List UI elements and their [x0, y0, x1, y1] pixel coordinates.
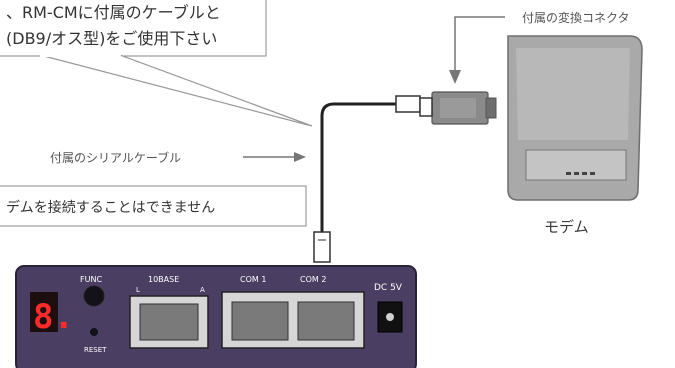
modem-front-recess: [525, 149, 627, 181]
led-display: [30, 292, 58, 332]
device-panel: 8. FUNC RESET 10BASE L A COM 1 COM 2 DC …: [15, 265, 417, 368]
converter-d-sub: [485, 97, 497, 119]
serial-cable-arrowhead: [294, 152, 306, 162]
func-label: FUNC: [80, 275, 102, 284]
modem-led: [590, 172, 595, 175]
converter-label-group: 付属の変換コネクタ: [449, 10, 630, 84]
callout-top-line2: (DB9/オス型)をご使用下さい: [6, 29, 217, 48]
db9-converter: [431, 91, 497, 125]
com1-label: COM 1: [240, 275, 266, 284]
dc-jack-pin: [386, 313, 394, 321]
serial-cable-label: 付属のシリアルケーブル: [50, 150, 181, 165]
func-button[interactable]: [83, 285, 105, 307]
modem-top-face: [516, 48, 630, 140]
converter-arrowhead: [449, 70, 461, 84]
dc-label: DC 5V: [374, 283, 403, 293]
callout-bottom: デムを接続することはできません: [0, 185, 307, 227]
serial-cable: [313, 95, 433, 263]
rj-plug-top: [395, 95, 421, 113]
callout-top-line1: 、RM-CMに付属のケーブルと: [6, 3, 221, 22]
port-10base-opening: [139, 303, 199, 341]
rj-plug-bottom: [313, 231, 331, 263]
callout-bottom-text: デムを接続することはできません: [6, 199, 215, 216]
reset-hole[interactable]: [90, 328, 98, 336]
port-com2[interactable]: [297, 301, 355, 341]
modem-led: [566, 172, 571, 175]
converter-face: [440, 98, 476, 118]
com2-label: COM 2: [300, 275, 326, 284]
base-a-label: A: [200, 286, 205, 294]
base-label: 10BASE: [148, 275, 179, 284]
serial-cable-label-group: 付属のシリアルケーブル: [50, 150, 306, 165]
reset-label: RESET: [84, 346, 107, 354]
converter-arrow-line: [454, 16, 505, 74]
serial-cable-wire: [320, 102, 396, 232]
modem: モデム: [507, 35, 643, 236]
modem-led: [574, 172, 579, 175]
callout-top: 、RM-CMに付属のケーブルと (DB9/オス型)をご使用下さい: [0, 0, 313, 127]
modem-led: [582, 172, 587, 175]
rj-plug-top-clip: [419, 97, 433, 117]
port-com1[interactable]: [231, 301, 289, 341]
modem-label: モデム: [544, 218, 589, 236]
led-digit: 8.: [33, 297, 74, 337]
base-l-label: L: [136, 286, 140, 294]
converter-label: 付属の変換コネクタ: [522, 10, 630, 25]
